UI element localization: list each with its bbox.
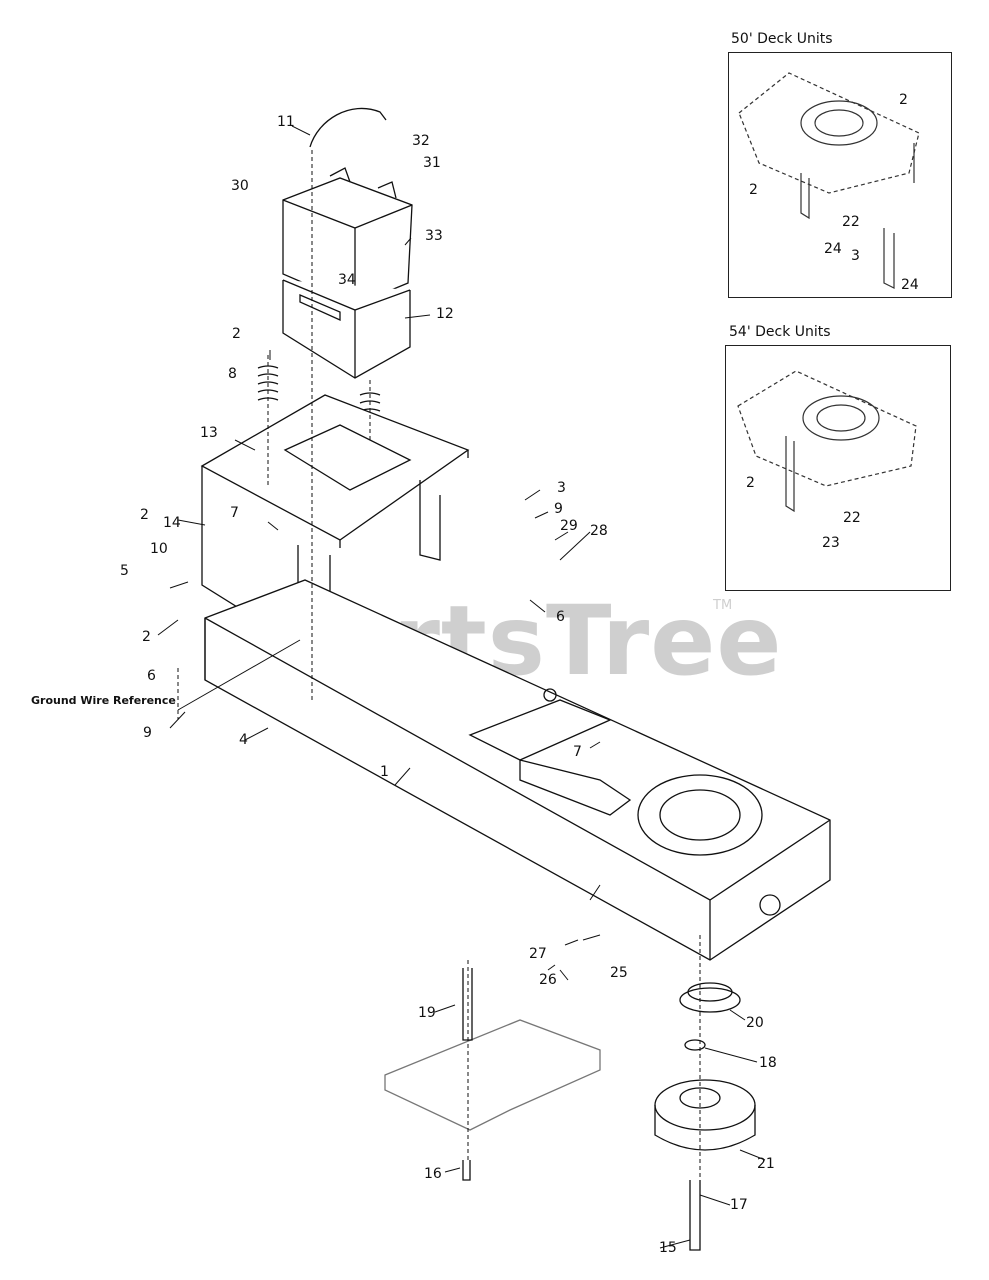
- inset-50-label-24a: 24: [824, 241, 842, 257]
- dashed-lines: [177, 150, 701, 1200]
- callout-28: 28: [590, 523, 608, 539]
- callout-26: 26: [539, 972, 557, 988]
- callout-27: 27: [529, 946, 547, 962]
- battery-tray: [282, 279, 411, 379]
- callout-3: 3: [557, 480, 566, 496]
- callout-10: 10: [150, 541, 168, 557]
- callout-6-left: 6: [147, 668, 156, 684]
- callout-2-low: 2: [142, 629, 151, 645]
- callout-29: 29: [560, 518, 578, 534]
- leader-lines: [157, 125, 766, 1249]
- callout-1: 1: [380, 764, 389, 780]
- inset-54-label-22: 22: [843, 510, 861, 526]
- deck-mount-plate: [384, 968, 601, 1181]
- inset-54-label-23: 23: [822, 535, 840, 551]
- inset-50-drawing: [738, 72, 920, 289]
- callout-34: 34: [338, 272, 356, 288]
- callout-9-left: 9: [143, 725, 152, 741]
- callout-2-mid: 2: [140, 507, 149, 523]
- inset-50-label-2b: 2: [749, 182, 758, 198]
- callout-6-right: 6: [556, 609, 565, 625]
- inset-54-label-2: 2: [746, 475, 755, 491]
- callout-17: 17: [730, 1197, 748, 1213]
- callout-11: 11: [277, 114, 295, 130]
- callout-8: 8: [228, 366, 237, 382]
- battery: [282, 107, 413, 306]
- callout-14: 14: [163, 515, 181, 531]
- callout-9-right: 9: [554, 501, 563, 517]
- callout-13: 13: [200, 425, 218, 441]
- callout-12: 12: [436, 306, 454, 322]
- inset-50-label-24b: 24: [901, 277, 919, 293]
- callout-30: 30: [231, 178, 249, 194]
- inset-title-50: 50' Deck Units: [731, 31, 833, 47]
- callout-5: 5: [120, 563, 129, 579]
- callout-21: 21: [757, 1156, 775, 1172]
- clutch-assembly: [654, 982, 756, 1251]
- callout-31: 31: [423, 155, 441, 171]
- inset-50-label-3: 3: [851, 248, 860, 264]
- watermark-tm: TM: [713, 598, 733, 613]
- inset-50-label-2a: 2: [899, 92, 908, 108]
- callout-4: 4: [239, 732, 248, 748]
- callout-33: 33: [425, 228, 443, 244]
- callout-15: 15: [659, 1240, 677, 1256]
- callout-7-left: 7: [230, 505, 239, 521]
- inset-54-drawing: [737, 370, 917, 513]
- callout-2-top: 2: [232, 326, 241, 342]
- inset-50-label-22: 22: [842, 214, 860, 230]
- ground-wire-reference: Ground Wire Reference: [31, 694, 176, 707]
- main-frame: [204, 579, 831, 961]
- inset-title-54: 54' Deck Units: [729, 324, 831, 340]
- inset-54-deck: 2 22 23: [725, 345, 951, 591]
- callout-16: 16: [424, 1166, 442, 1182]
- callout-25: 25: [610, 965, 628, 981]
- callout-20: 20: [746, 1015, 764, 1031]
- callout-19: 19: [418, 1005, 436, 1021]
- callout-32: 32: [412, 133, 430, 149]
- callout-7-center: 7: [573, 744, 582, 760]
- callout-18: 18: [759, 1055, 777, 1071]
- inset-50-deck: 2 2 22 24 3 24: [728, 52, 952, 298]
